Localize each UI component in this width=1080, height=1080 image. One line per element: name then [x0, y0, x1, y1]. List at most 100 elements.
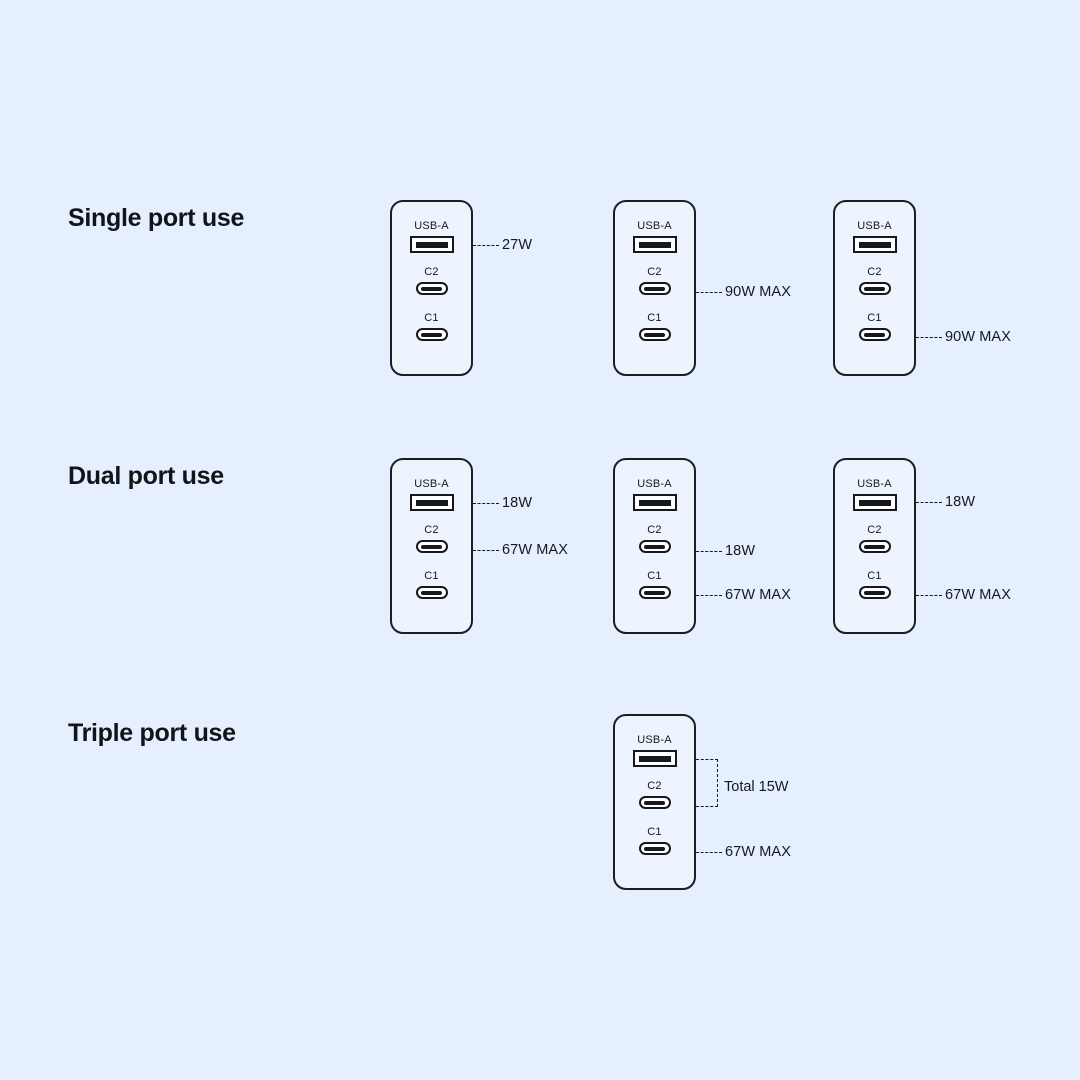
usb-c-port-icon [858, 540, 891, 553]
section-title-single-port: Single port use [68, 204, 245, 232]
port-label-c1: C1 [424, 570, 439, 582]
port-slot-c2: C2 [615, 266, 694, 295]
port-label-c1: C1 [867, 570, 882, 582]
leader-dash-line [473, 244, 499, 246]
annotation-dual-2-c1: 67W MAX [696, 585, 791, 605]
section-title-triple-port: Triple port use [68, 719, 236, 747]
section-title-dual-port: Dual port use [68, 462, 224, 490]
charger-triple-1: USB-A C2 C1 [613, 714, 696, 890]
leader-dash-line [916, 336, 942, 338]
port-label-usb-a: USB-A [857, 220, 892, 232]
port-slot-c2: C2 [615, 780, 694, 809]
usb-a-port-icon [852, 494, 897, 511]
port-label-c1: C1 [867, 312, 882, 324]
port-slot-c2: C2 [835, 266, 914, 295]
wattage-label: 18W [502, 495, 533, 511]
usb-c-port-icon [415, 328, 448, 341]
usb-c-port-icon [638, 586, 671, 599]
usb-a-port-icon [852, 236, 897, 253]
port-slot-c1: C1 [392, 312, 471, 341]
port-slot-usb-a: USB-A [615, 734, 694, 767]
usb-c-port-icon [858, 282, 891, 295]
usb-c-port-icon [858, 586, 891, 599]
port-slot-usb-a: USB-A [835, 478, 914, 511]
port-slot-usb-a: USB-A [392, 478, 471, 511]
leader-dash-line [473, 502, 499, 504]
usb-c-port-icon [415, 586, 448, 599]
port-slot-c2: C2 [835, 524, 914, 553]
usb-a-port-icon [632, 494, 677, 511]
port-label-usb-a: USB-A [637, 478, 672, 490]
wattage-label: 90W MAX [725, 284, 791, 300]
port-slot-c1: C1 [615, 826, 694, 855]
port-slot-usb-a: USB-A [392, 220, 471, 253]
charger-dual-2: USB-A C2 C1 [613, 458, 696, 634]
annotation-single-2-c2: 90W MAX [696, 282, 791, 302]
leader-dash-line [916, 501, 942, 503]
annotation-dual-1-c2: 67W MAX [473, 540, 568, 560]
port-label-c1: C1 [424, 312, 439, 324]
port-label-c2: C2 [867, 524, 882, 536]
annotation-triple-c1: 67W MAX [696, 842, 791, 862]
annotation-single-3-c1: 90W MAX [916, 327, 1011, 347]
charger-single-2: USB-A C2 C1 [613, 200, 696, 376]
usb-a-port-icon [632, 750, 677, 767]
port-label-c1: C1 [647, 826, 662, 838]
charger-single-1: USB-A C2 C1 [390, 200, 473, 376]
usb-c-port-icon [638, 540, 671, 553]
port-label-usb-a: USB-A [414, 220, 449, 232]
port-slot-c2: C2 [392, 524, 471, 553]
port-slot-c1: C1 [615, 312, 694, 341]
annotation-single-1-usb-a: 27W [473, 235, 532, 255]
leader-dash-line [696, 851, 722, 853]
port-label-c2: C2 [424, 524, 439, 536]
port-slot-c2: C2 [615, 524, 694, 553]
leader-dash-line [473, 549, 499, 551]
annotation-dual-3-c1: 67W MAX [916, 585, 1011, 605]
usb-c-port-icon [638, 328, 671, 341]
port-slot-usb-a: USB-A [835, 220, 914, 253]
usb-a-port-icon [632, 236, 677, 253]
annotation-dual-1-usb-a: 18W [473, 493, 532, 513]
port-label-c2: C2 [867, 266, 882, 278]
leader-dash-line [916, 594, 942, 596]
wattage-label: 18W [945, 494, 976, 510]
usb-c-port-icon [415, 540, 448, 553]
usb-c-port-icon [415, 282, 448, 295]
port-slot-c1: C1 [835, 312, 914, 341]
wattage-label: 18W [725, 543, 756, 559]
usb-c-port-icon [638, 796, 671, 809]
port-label-c2: C2 [647, 780, 662, 792]
port-label-usb-a: USB-A [637, 220, 672, 232]
port-label-c2: C2 [424, 266, 439, 278]
usb-a-port-icon [409, 494, 454, 511]
charger-dual-1: USB-A C2 C1 [390, 458, 473, 634]
leader-dash-line [696, 550, 722, 552]
port-slot-usb-a: USB-A [615, 220, 694, 253]
charger-dual-3: USB-A C2 C1 [833, 458, 916, 634]
port-label-c1: C1 [647, 570, 662, 582]
wattage-label: 67W MAX [725, 844, 791, 860]
wattage-label: 67W MAX [725, 587, 791, 603]
port-label-c2: C2 [647, 266, 662, 278]
port-slot-usb-a: USB-A [615, 478, 694, 511]
usb-c-port-icon [638, 282, 671, 295]
bracket-label-total: Total 15W [724, 779, 789, 795]
usb-c-port-icon [638, 842, 671, 855]
port-label-usb-a: USB-A [637, 734, 672, 746]
port-slot-c2: C2 [392, 266, 471, 295]
bracket-total-15w [696, 759, 718, 807]
annotation-dual-3-usb-a: 18W [916, 492, 975, 512]
wattage-label: 90W MAX [945, 329, 1011, 345]
leader-dash-line [696, 291, 722, 293]
port-slot-c1: C1 [835, 570, 914, 599]
port-slot-c1: C1 [392, 570, 471, 599]
charger-single-3: USB-A C2 C1 [833, 200, 916, 376]
wattage-label: 27W [502, 237, 533, 253]
wattage-label: 67W MAX [945, 587, 1011, 603]
wattage-label: 67W MAX [502, 542, 568, 558]
leader-dash-line [696, 594, 722, 596]
port-label-c1: C1 [647, 312, 662, 324]
port-label-usb-a: USB-A [414, 478, 449, 490]
